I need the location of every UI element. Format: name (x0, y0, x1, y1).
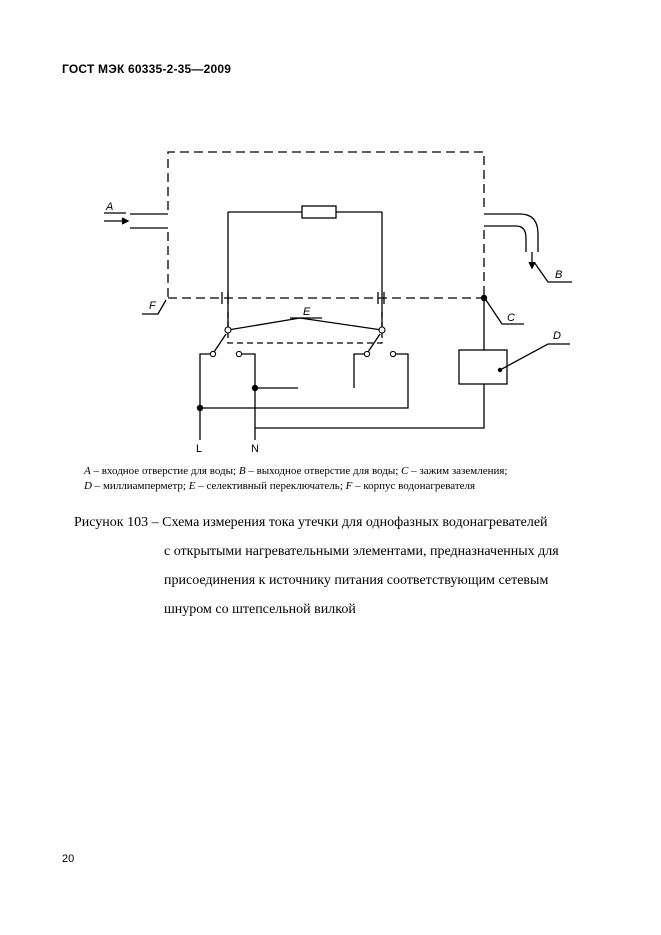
contact-left-2 (235, 350, 243, 358)
legend-key-f: F (345, 480, 353, 492)
outlet-arrow-head (528, 261, 536, 270)
wire-right-contact2 (200, 353, 409, 409)
switch-e-lever (227, 317, 383, 331)
legend-text-a: – входное отверстие для воды; (90, 465, 239, 477)
inlet-arrow-head (121, 217, 130, 225)
inlet-pipe (130, 213, 168, 229)
contact-left-1 (209, 350, 217, 358)
junction-earth-c (480, 294, 488, 302)
legend-key-e: E (188, 480, 196, 492)
label-c: C (507, 312, 515, 324)
contact-right-2 (389, 350, 397, 358)
terminal-n: N (251, 443, 259, 455)
terminal-l: L (196, 443, 202, 455)
meter-dot (497, 367, 503, 373)
figure-legend: A – входное отверстие для воды; B – выхо… (84, 464, 624, 494)
legend-key-b: B (238, 465, 246, 477)
caption-line-3: присоединения к источнику питания соотве… (164, 573, 549, 588)
junction-n (251, 384, 259, 392)
label-a: A (105, 201, 113, 213)
legend-text-f: – корпус водонагревателя (352, 480, 476, 492)
caption-line-4: шнуром со штепсельной вилкой (164, 602, 356, 617)
legend-text-c: – зажим заземления; (408, 465, 508, 477)
switch-right-blade (367, 333, 381, 353)
milliammeter-d (458, 349, 508, 385)
leader-c (485, 299, 524, 325)
junction-l (196, 404, 204, 412)
leader-d (499, 343, 570, 371)
legend-key-d: D (84, 480, 92, 492)
legend-key-a: A (84, 465, 91, 477)
switch-pivot-left (224, 326, 232, 334)
legend-line-2: D – миллиамперметр; E – селективный пере… (84, 479, 624, 494)
heating-circuit (227, 211, 383, 328)
figure-caption: Рисунок 103 – Схема измерения тока утечк… (74, 508, 634, 624)
contact-right-1 (363, 350, 371, 358)
insulation-gap-right (377, 292, 385, 304)
leader-b (533, 261, 572, 283)
leader-f (142, 299, 167, 315)
insulation-gap-left (221, 292, 229, 304)
heating-element (301, 205, 337, 219)
switch-pivot-right (378, 326, 386, 334)
label-e: E (303, 306, 311, 318)
label-f: F (149, 300, 157, 312)
caption-line-1: Рисунок 103 – Схема измерения тока утечк… (74, 515, 548, 530)
legend-text-b: – выходное отверстие для воды; (245, 465, 402, 477)
label-b: B (555, 269, 562, 281)
legend-text-e: – селективный переключатель; (195, 480, 346, 492)
switch-left-blade (213, 333, 227, 353)
legend-line-1: A – входное отверстие для воды; B – выхо… (84, 464, 624, 479)
legend-text-d: – миллиамперметр; (91, 480, 189, 492)
wire-left-switch-l (199, 353, 211, 440)
caption-line-2: с открытыми нагревательными элементами, … (164, 544, 559, 559)
wire-right-switch (353, 353, 366, 388)
document-header: ГОСТ МЭК 60335-2-35—2009 (62, 62, 232, 76)
legend-key-c: C (401, 465, 409, 477)
outlet-pipe (484, 213, 539, 252)
page-number: 20 (62, 853, 75, 865)
heater-body-outline (167, 151, 485, 210)
label-d: D (553, 330, 561, 342)
wire-n-to-meter (255, 384, 485, 429)
wire-left-contact2 (240, 353, 298, 389)
